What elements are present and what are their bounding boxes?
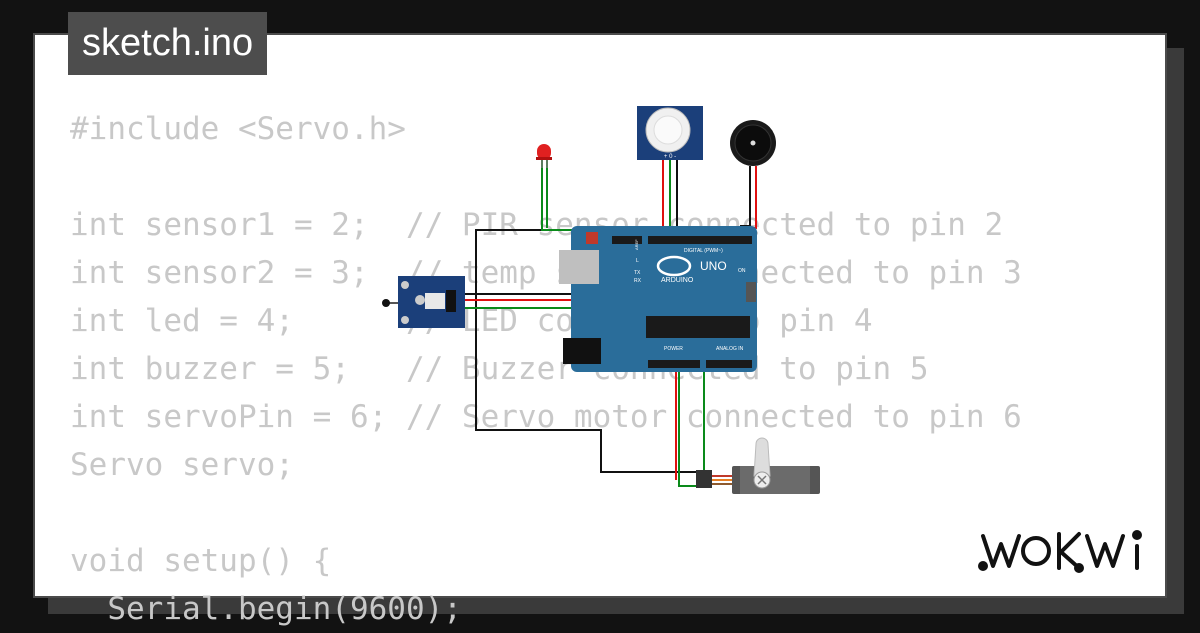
code-line: void setup() { bbox=[70, 543, 332, 579]
board-name: ARDUINO bbox=[661, 277, 694, 284]
servo-motor bbox=[696, 437, 820, 494]
power-label: POWER bbox=[664, 346, 683, 352]
buzzer-component bbox=[730, 120, 776, 166]
led-component bbox=[536, 144, 552, 168]
wokwi-logo bbox=[978, 530, 1142, 573]
aref-label: AREF bbox=[634, 239, 639, 250]
l-label: L bbox=[636, 258, 639, 264]
code-line: #include <Servo.h> bbox=[70, 111, 406, 147]
code-line: Servo servo; bbox=[70, 447, 294, 483]
digital-label: DIGITAL (PWM~) bbox=[684, 248, 723, 254]
pir-sensor: + 0 - bbox=[637, 106, 703, 160]
wire-black-buzzer bbox=[740, 166, 751, 227]
temp-sensor-module bbox=[382, 276, 465, 328]
board-logo: UNO bbox=[700, 259, 727, 273]
file-title: sketch.ino bbox=[68, 12, 268, 75]
tx-label: TX bbox=[634, 270, 641, 276]
on-label: ON bbox=[738, 268, 746, 274]
code-line: Serial.begin(9600); bbox=[70, 591, 462, 627]
rx-label: RX bbox=[634, 278, 642, 284]
code-line: int servoPin = 6; // Servo motor connect… bbox=[70, 399, 1022, 435]
pir-pins-label: + 0 - bbox=[664, 154, 676, 160]
analog-label: ANALOG IN bbox=[716, 346, 744, 352]
wire-green-servo-2 bbox=[678, 360, 698, 487]
wokwi-wordmark bbox=[978, 530, 1142, 573]
wire-green-led bbox=[541, 160, 604, 236]
code-line: int sensor1 = 2; // PIR sensor connected… bbox=[70, 207, 1004, 243]
arduino-uno-board: UNO ARDUINO DIGITAL (PWM~) POWER ANALOG … bbox=[559, 226, 757, 372]
